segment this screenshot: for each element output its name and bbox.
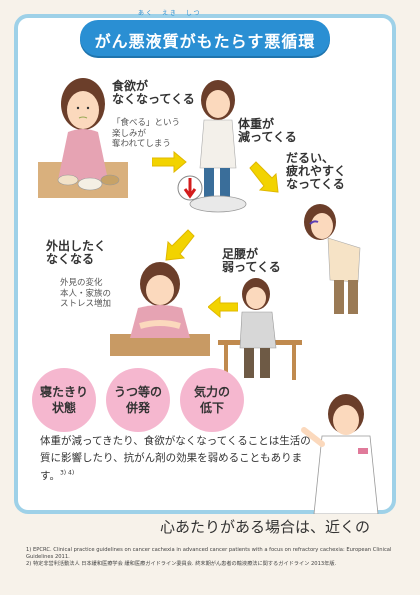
legs-heading: 足腰が 弱ってくる: [222, 247, 281, 275]
arrow-left-icon: [208, 296, 238, 318]
outing-subtext: 外見の変化 本人・家族の ストレス増加: [60, 278, 112, 310]
badge-depression: うつ等の 併発: [106, 368, 170, 432]
arrow-down-left-icon: [165, 229, 195, 261]
footnote-1: 1) EPCRC. Clinical practice guidelines o…: [26, 547, 392, 561]
appetite-heading: 食欲が なくなってくる: [112, 79, 195, 107]
bottom-heading: 心あたりがある場合は、近くの: [160, 518, 371, 536]
badge-bedridden: 寝たきり 状態: [32, 368, 96, 432]
woman-on-scale-illustration: [177, 80, 247, 213]
appetite-subtext: 「食べる」という 楽しみが 奪われてしまう: [112, 118, 181, 150]
badge-motivation-loss: 気力の 低下: [180, 368, 244, 432]
page-title: がん悪液質がもたらす悪循環: [94, 32, 316, 51]
title-banner: あく えき しつ がん悪液質がもたらす悪循環: [80, 10, 330, 56]
arrow-right-icon: [152, 150, 187, 174]
body-reference: 3) 4): [59, 469, 75, 477]
title-ruby: あく えき しつ: [138, 10, 202, 17]
depressed-woman-illustration: [110, 262, 210, 356]
arrow-down-right-icon: [249, 161, 279, 193]
footnote-2: 2) 特定非営利活動法人 日本緩和医療学会 緩和医療ガイドライン委員会. 終末期…: [26, 561, 337, 568]
body-text: 体重が減ってきたり、食欲がなくなってくることは生活の質に影響したり、抗がん剤の効…: [40, 435, 311, 482]
outing-heading: 外出したく なくなる: [46, 239, 107, 267]
fatigue-heading: だるい、 疲れやすく なってくる: [286, 151, 347, 192]
tired-woman-illustration: [304, 204, 361, 314]
footnotes: 1) EPCRC. Clinical practice guidelines o…: [26, 547, 396, 568]
weight-heading: 体重が 減ってくる: [238, 117, 297, 145]
woman-holding-rail-illustration: [218, 278, 302, 380]
woman-eating-illustration: [38, 78, 128, 198]
nurse-illustration: [301, 394, 379, 514]
body-paragraph: 体重が減ってきたり、食欲がなくなってくることは生活の質に影響したり、抗がん剤の効…: [40, 433, 320, 485]
